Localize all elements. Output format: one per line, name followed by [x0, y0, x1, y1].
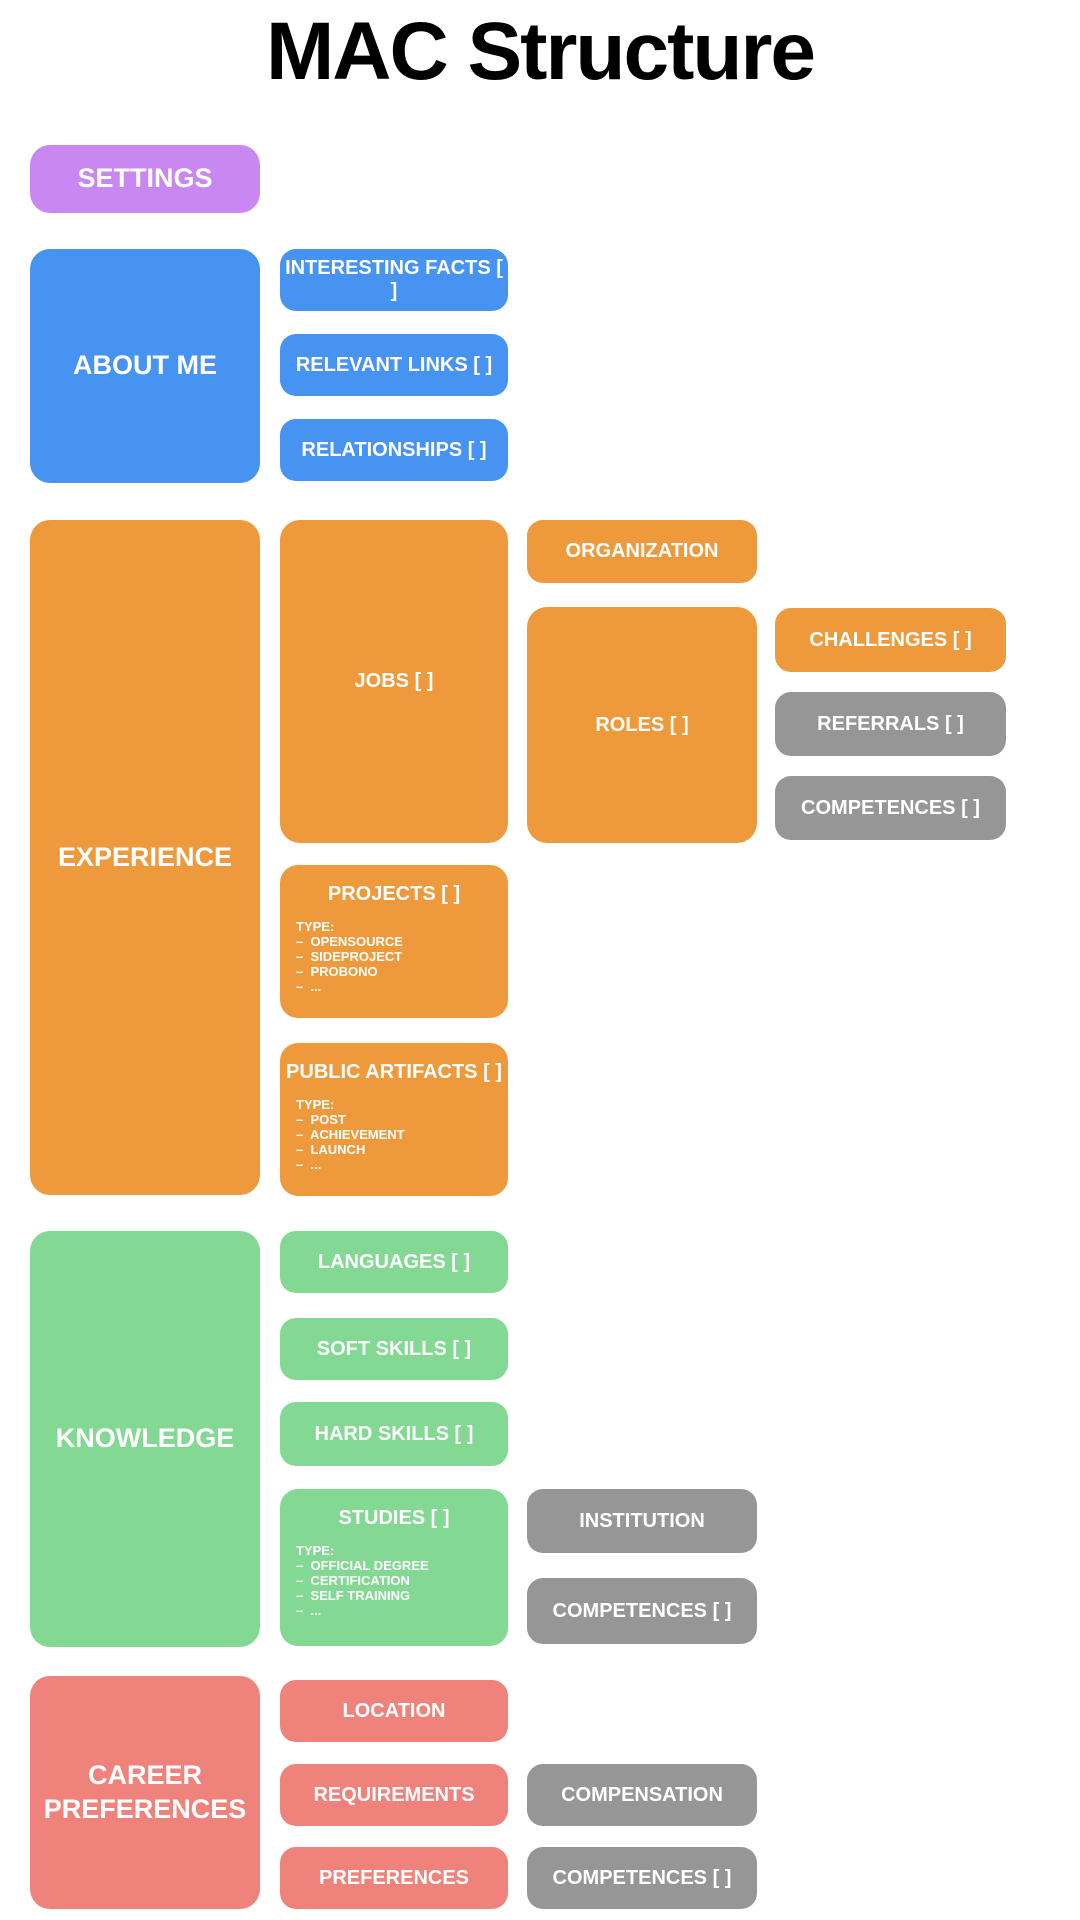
jobs-box: JOBS [ ]: [280, 520, 508, 843]
relevant-links-box: RELEVANT LINKS [ ]: [280, 334, 508, 396]
type-line: – PROBONO: [296, 964, 378, 979]
interesting-facts-box: INTERESTING FACTS [ ]: [280, 249, 508, 311]
competences-knowledge-box: COMPETENCES [ ]: [527, 1578, 757, 1644]
organization-label: ORGANIZATION: [565, 540, 719, 562]
settings-label: SETTINGS: [77, 163, 213, 194]
studies-type-list: TYPE: – OFFICIAL DEGREE – CERTIFICATION …: [280, 1543, 508, 1618]
type-line: – OFFICIAL DEGREE: [296, 1558, 429, 1573]
public-artifacts-box: PUBLIC ARTIFACTS [ ] TYPE: – POST – ACHI…: [280, 1043, 508, 1196]
soft-skills-label: SOFT SKILLS [ ]: [316, 1337, 472, 1360]
interesting-facts-label: INTERESTING FACTS [ ]: [285, 257, 503, 302]
type-line: – POST: [296, 1112, 346, 1127]
requirements-box: REQUIREMENTS: [280, 1764, 508, 1826]
roles-box: ROLES [ ]: [527, 607, 757, 843]
challenges-label: CHALLENGES [ ]: [809, 628, 972, 651]
preferences-box: PREFERENCES: [280, 1847, 508, 1909]
languages-box: LANGUAGES [ ]: [280, 1231, 508, 1293]
type-line: – SIDEPROJECT: [296, 949, 403, 964]
public-artifacts-label: PUBLIC ARTIFACTS [ ]: [286, 1061, 502, 1083]
knowledge-box: KNOWLEDGE: [30, 1231, 260, 1647]
type-line: – ...: [296, 1157, 322, 1172]
relationships-box: RELATIONSHIPS [ ]: [280, 419, 508, 481]
type-line: TYPE:: [296, 1543, 335, 1558]
page-title: MAC Structure: [265, 6, 816, 97]
studies-box: STUDIES [ ] TYPE: – OFFICIAL DEGREE – CE…: [280, 1489, 508, 1646]
type-line: – ...: [296, 1603, 322, 1618]
type-line: – CERTIFICATION: [296, 1573, 410, 1588]
competences-experience-label: COMPETENCES [ ]: [801, 796, 980, 819]
compensation-box: COMPENSATION: [527, 1764, 757, 1826]
challenges-box: CHALLENGES [ ]: [775, 608, 1006, 672]
knowledge-label: KNOWLEDGE: [55, 1423, 235, 1454]
type-line: – ...: [296, 979, 322, 994]
type-line: – ACHIEVEMENT: [296, 1127, 405, 1142]
type-line: TYPE:: [296, 1097, 335, 1112]
type-line: – LAUNCH: [296, 1142, 366, 1157]
about-me-label: ABOUT ME: [73, 350, 217, 381]
languages-label: LANGUAGES [ ]: [317, 1250, 471, 1273]
soft-skills-box: SOFT SKILLS [ ]: [280, 1318, 508, 1380]
location-label: LOCATION: [342, 1699, 446, 1722]
institution-label: INSTITUTION: [579, 1509, 705, 1532]
career-preferences-box: CAREER PREFERENCES: [30, 1676, 260, 1909]
requirements-label: REQUIREMENTS: [313, 1783, 475, 1806]
type-line: – SELF TRAINING: [296, 1588, 411, 1603]
institution-box: INSTITUTION: [527, 1489, 757, 1553]
public-artifacts-type-list: TYPE: – POST – ACHIEVEMENT – LAUNCH – ..…: [280, 1097, 508, 1172]
hard-skills-label: HARD SKILLS [ ]: [314, 1422, 474, 1445]
compensation-label: COMPENSATION: [561, 1783, 723, 1806]
competences-career-box: COMPETENCES [ ]: [527, 1847, 757, 1909]
referrals-label: REFERRALS [ ]: [817, 712, 964, 735]
referrals-box: REFERRALS [ ]: [775, 692, 1006, 756]
competences-career-label: COMPETENCES [ ]: [552, 1866, 732, 1889]
projects-box: PROJECTS [ ] TYPE: – OPENSOURCE – SIDEPR…: [280, 865, 508, 1018]
settings-box: SETTINGS: [30, 145, 260, 213]
about-me-box: ABOUT ME: [30, 249, 260, 483]
roles-label: ROLES [ ]: [595, 713, 689, 736]
jobs-label: JOBS [ ]: [354, 670, 434, 692]
projects-label: PROJECTS [ ]: [327, 883, 461, 905]
hard-skills-box: HARD SKILLS [ ]: [280, 1402, 508, 1466]
relationships-label: RELATIONSHIPS [ ]: [301, 438, 487, 461]
type-line: TYPE:: [296, 919, 335, 934]
location-box: LOCATION: [280, 1680, 508, 1742]
relevant-links-label: RELEVANT LINKS [ ]: [295, 353, 493, 376]
experience-label: EXPERIENCE: [57, 841, 233, 872]
experience-box: EXPERIENCE: [30, 520, 260, 1195]
type-line: – OPENSOURCE: [296, 934, 403, 949]
projects-type-list: TYPE: – OPENSOURCE – SIDEPROJECT – PROBO…: [280, 919, 508, 994]
studies-label: STUDIES [ ]: [338, 1507, 450, 1529]
career-preferences-label: CAREER PREFERENCES: [43, 1759, 247, 1824]
competences-experience-box: COMPETENCES [ ]: [775, 776, 1006, 840]
preferences-label: PREFERENCES: [318, 1866, 470, 1889]
organization-box: ORGANIZATION: [527, 520, 757, 583]
competences-knowledge-label: COMPETENCES [ ]: [552, 1599, 732, 1622]
